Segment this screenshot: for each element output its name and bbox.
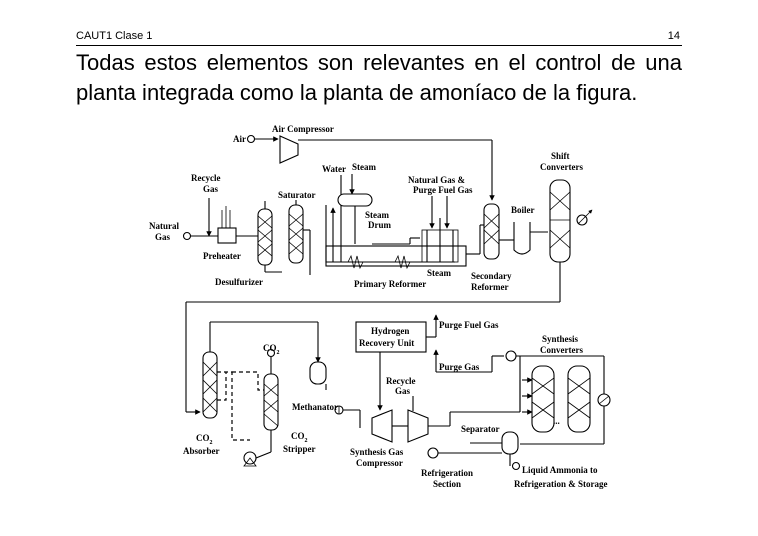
synthesis-preheater-icon [505, 350, 517, 362]
label-synthesis-converters-2: Converters [540, 345, 583, 355]
label-saturator: Saturator [278, 190, 316, 200]
label-liquid-ammonia-2: Refrigeration & Storage [514, 479, 607, 489]
label-shift-converters-2: Converters [540, 162, 583, 172]
preheater-icon [217, 227, 237, 244]
steam-drum-icon [337, 193, 373, 207]
label-co2-absorber-2: Absorber [183, 446, 220, 456]
label-steam-bottom: Steam [427, 268, 451, 278]
synthesis-converter-2-icon [567, 365, 591, 433]
label-natural-gas-1: Natural [149, 221, 179, 231]
label-recycle-gas-top-1: Recycle [191, 173, 220, 183]
label-hydrogen-recovery-1: Hydrogen [371, 326, 409, 336]
header-divider [76, 45, 682, 46]
label-ellipsis: ... [553, 416, 560, 426]
synthesis-converter-1-icon [531, 365, 555, 433]
label-liquid-ammonia-1: Liquid Ammonia to [522, 465, 598, 475]
label-secondary-reformer-2: Reformer [471, 282, 508, 292]
ammonia-outlet-icon [511, 461, 521, 471]
shift-converters-icon [549, 179, 571, 263]
label-co2-absorber-1: CO2 [196, 433, 213, 446]
boiler-icon [513, 222, 531, 255]
air-inlet-icon [246, 134, 256, 144]
primary-reformer-icon [325, 245, 467, 267]
label-recycle-gas-bottom-1: Recycle [386, 376, 415, 386]
course-title: CAUT1 Clase 1 [76, 30, 153, 42]
label-natural-gas-purge-2: Purge Fuel Gas [413, 185, 473, 195]
label-shift-converters-1: Shift [551, 151, 570, 161]
separator-icon [501, 431, 519, 455]
label-co2-stripper-1: CO2 [291, 431, 308, 444]
label-purge-fuel-gas: Purge Fuel Gas [439, 320, 499, 330]
label-steam-drum-2: Drum [368, 220, 391, 230]
label-synthesis-converters-1: Synthesis [542, 334, 579, 344]
label-synthesis-gas-compressor-2: Compressor [356, 458, 403, 468]
co2-absorber-icon [202, 351, 218, 419]
label-preheater: Preheater [203, 251, 241, 261]
label-natural-gas-purge-1: Natural Gas & [408, 175, 466, 185]
label-desulfurizer: Desulfurizer [215, 277, 263, 287]
label-air-compressor: Air Compressor [272, 124, 334, 134]
label-methanator: Methanator [292, 402, 338, 412]
natural-gas-inlet-icon [182, 231, 192, 241]
label-natural-gas-2: Gas [155, 232, 171, 242]
label-boiler: Boiler [511, 205, 535, 215]
label-steam-drum-1: Steam [365, 210, 389, 220]
co2-vent-icon [266, 348, 276, 358]
label-purge-gas: Purge Gas [439, 362, 480, 372]
secondary-reformer-icon [483, 203, 500, 260]
recycle-compressor-icon [407, 409, 429, 443]
slide-text: Todas estos elementos son relevantes en … [76, 50, 682, 105]
label-air: Air [233, 134, 246, 144]
page-number: 14 [667, 30, 680, 42]
label-refrigeration-1: Refrigeration [421, 468, 473, 478]
label-synthesis-gas-compressor-1: Synthesis Gas [350, 447, 404, 457]
label-hydrogen-recovery-2: Recovery Unit [359, 338, 414, 348]
label-water: Water [322, 164, 346, 174]
synthesis-gas-compressor-icon [371, 409, 393, 443]
methanator-icon [309, 361, 327, 385]
label-primary-reformer: Primary Reformer [354, 279, 426, 289]
label-co2-top: CO2 [263, 343, 280, 356]
refrigeration-exchanger-icon [427, 447, 439, 459]
label-secondary-reformer-1: Secondary [471, 271, 512, 281]
label-recycle-gas-bottom-2: Gas [395, 386, 411, 396]
label-recycle-gas-top-2: Gas [203, 184, 219, 194]
air-compressor-icon [279, 135, 299, 164]
label-co2-stripper-2: Stripper [283, 444, 316, 454]
label-refrigeration-2: Section [433, 479, 461, 489]
label-separator: Separator [461, 424, 500, 434]
label-steam-top: Steam [352, 162, 376, 172]
